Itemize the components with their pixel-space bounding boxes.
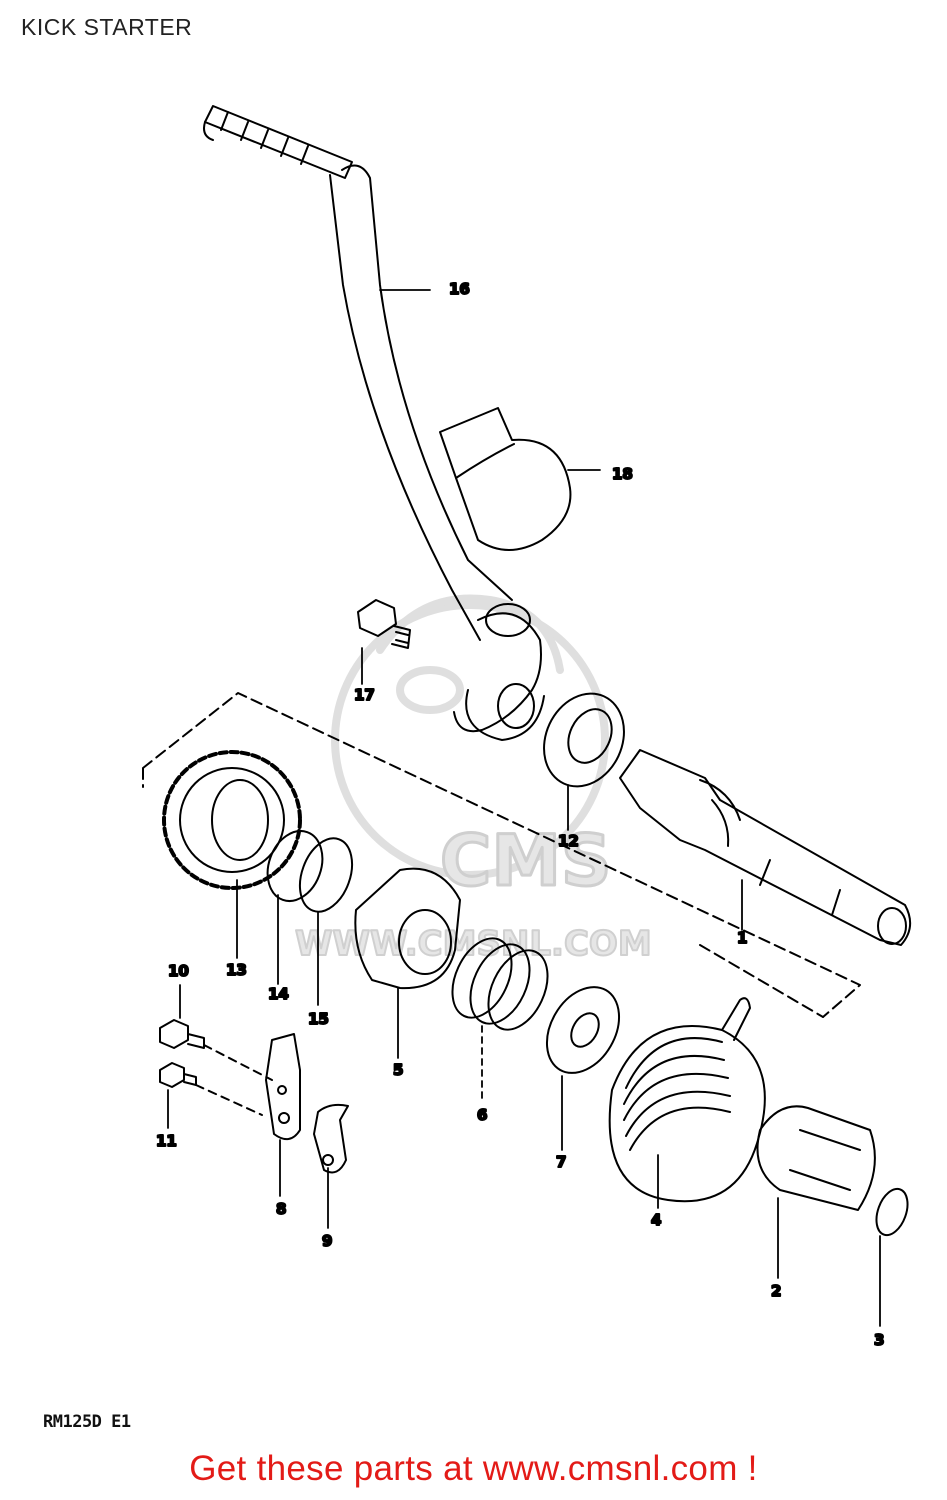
bolt-10 [159,1019,205,1049]
promo-link[interactable]: Get these parts at www.cmsnl.com ! [189,1449,758,1488]
lever-bolt [357,599,411,649]
callout-2: 2 [771,1282,781,1300]
page-title: KICK STARTER [21,14,193,40]
kick-starter-exploded-diagram: CMS WWW.CMSNL.COM [142,105,912,1350]
shaft [619,749,912,946]
callout-5: 5 [393,1061,403,1079]
callout-1: 1 [737,929,747,947]
washer-14 [266,830,324,902]
spring-6 [451,937,549,1031]
callout-9: 9 [322,1232,332,1250]
model-code: RM125D E1 [43,1412,131,1432]
return-spring [608,997,766,1203]
callout-11: 11 [156,1132,177,1150]
cms-watermark [331,594,609,879]
circlip-15 [298,837,354,913]
callout-15: 15 [308,1010,329,1028]
bolt-11 [159,1062,197,1088]
callout-14: 14 [268,985,289,1003]
guide-plate [265,1033,301,1141]
callout-17: 17 [354,686,375,704]
callout-16: 16 [449,280,470,298]
kick-lever [203,105,545,741]
callout-8: 8 [276,1200,286,1218]
callout-4: 4 [651,1211,661,1229]
oil-seal [543,692,625,788]
washer-7 [545,986,621,1074]
spring-guide [756,1105,876,1211]
stopper-plate [313,1103,349,1174]
callout-7: 7 [556,1153,566,1171]
callout-3: 3 [874,1331,884,1349]
circlip-3 [875,1187,909,1237]
kick-gear [162,750,302,890]
boot [439,407,572,551]
callout-10: 10 [168,962,189,980]
watermark-url: WWW.CMSNL.COM [295,924,652,964]
assembly-outline [142,692,861,1018]
callout-13: 13 [226,961,247,979]
ratchet [354,867,461,990]
callout-6: 6 [477,1106,487,1124]
leader-lines [167,289,881,1327]
watermark-brand: CMS [440,820,611,902]
callout-18: 18 [612,465,633,483]
callout-12: 12 [558,832,579,850]
